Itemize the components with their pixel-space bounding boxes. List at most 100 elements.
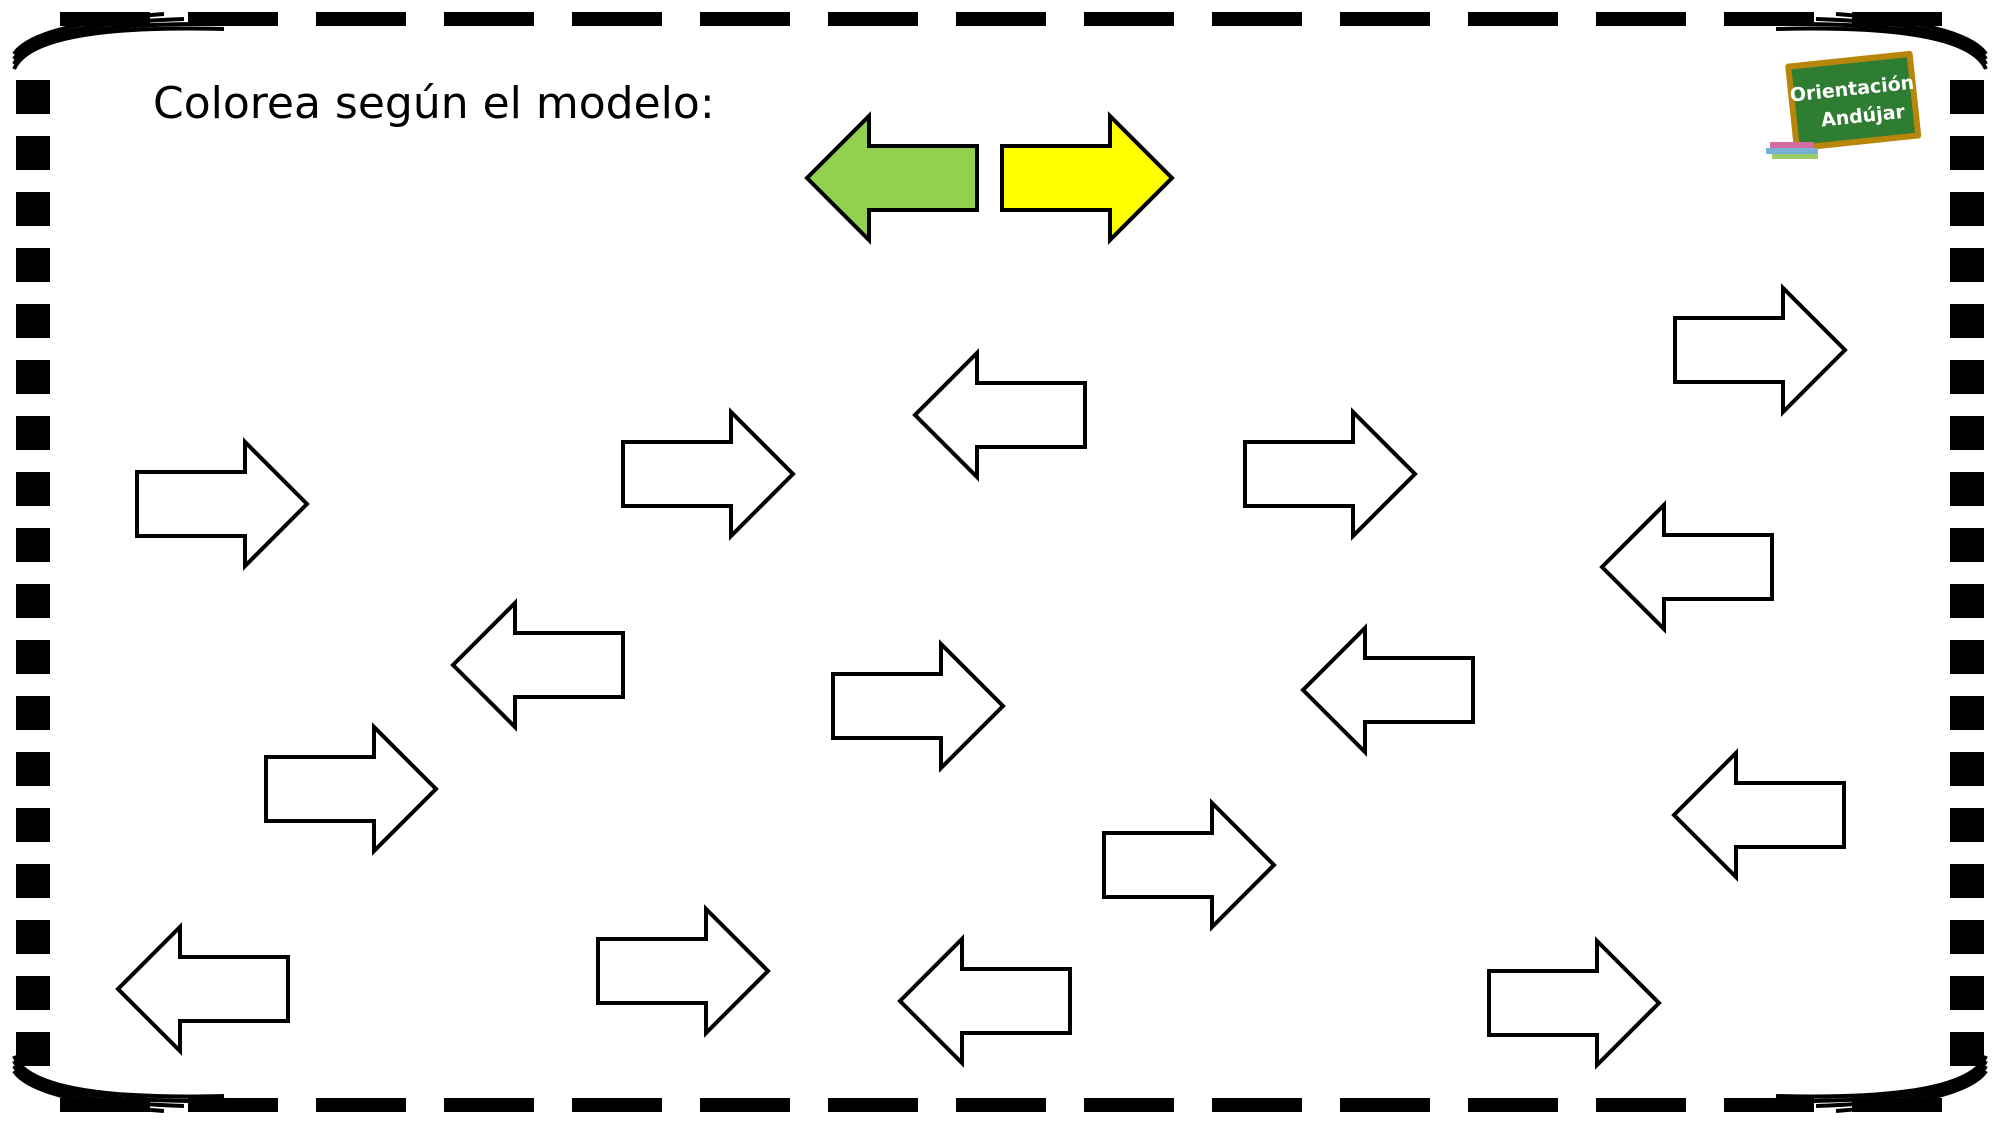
arrow-7-left[interactable]: [1599, 500, 1774, 634]
frame-dash: [1950, 920, 1984, 954]
frame-dash: [1468, 12, 1558, 26]
frame-dash: [1596, 12, 1686, 26]
frame-corner-stroke: [12, 1064, 185, 1108]
frame-dash: [16, 360, 50, 394]
frame-dash: [700, 12, 790, 26]
frame-dash: [16, 192, 50, 226]
frame-corner-stroke: [1795, 1059, 1988, 1103]
frame-dash: [16, 584, 50, 618]
frame-dash: [1724, 12, 1814, 26]
orientacion-andujar-logo: Orientación Andújar: [1785, 50, 1922, 152]
frame-dash: [16, 80, 50, 114]
frame-dash: [1340, 12, 1430, 26]
frame-dash: [16, 920, 50, 954]
frame-dash: [1950, 976, 1984, 1010]
arrow-8-right[interactable]: [831, 639, 1006, 773]
arrow-16-right[interactable]: [1487, 936, 1662, 1070]
frame-corner-stroke: [1775, 1055, 1988, 1099]
frame-dash: [188, 12, 278, 26]
frame-corner-stroke: [12, 1069, 165, 1113]
arrow-1-right[interactable]: [135, 437, 310, 571]
frame-dash: [1950, 192, 1984, 226]
frame-dash: [1212, 12, 1302, 26]
frame-corner-stroke: [12, 12, 165, 56]
arrow-12-right[interactable]: [1102, 798, 1277, 932]
frame-corner-stroke: [1835, 12, 1988, 56]
frame-dash: [828, 1098, 918, 1112]
arrow-11-left[interactable]: [1671, 748, 1846, 882]
frame-dash: [956, 1098, 1046, 1112]
frame-dash: [1950, 136, 1984, 170]
frame-dash: [16, 136, 50, 170]
frame-dash: [1950, 360, 1984, 394]
frame-dash: [1084, 12, 1174, 26]
frame-dash: [316, 1098, 406, 1112]
frame-dash: [1950, 584, 1984, 618]
frame-dash: [16, 1032, 50, 1066]
arrow-5-right[interactable]: [621, 407, 796, 541]
frame-dash: [1950, 80, 1984, 114]
frame-dash: [1950, 864, 1984, 898]
arrow-2-left[interactable]: [912, 348, 1087, 482]
frame-corner-stroke: [12, 1059, 205, 1103]
frame-dash: [1950, 808, 1984, 842]
frame-dash: [1950, 416, 1984, 450]
arrow-6-right[interactable]: [1243, 407, 1418, 541]
arrow-10-left[interactable]: [1300, 623, 1475, 757]
frame-corner-stroke: [1815, 1064, 1988, 1108]
frame-dash: [1724, 1098, 1814, 1112]
frame-dash: [1340, 1098, 1430, 1112]
frame-corner-stroke: [1835, 1069, 1988, 1113]
frame-dash: [16, 696, 50, 730]
frame-dash: [828, 12, 918, 26]
arrows-to-color: [115, 283, 1848, 1070]
frame-dash: [16, 976, 50, 1010]
frame-dash: [1468, 1098, 1558, 1112]
frame-dash: [1596, 1098, 1686, 1112]
frame-dash: [572, 1098, 662, 1112]
instruction-text: Colorea según el modelo:: [153, 78, 715, 129]
model-arrows: [804, 111, 1175, 245]
frame-dash: [16, 640, 50, 674]
frame-dash: [16, 416, 50, 450]
frame-dash: [16, 752, 50, 786]
frame-corner-stroke: [1775, 26, 1988, 70]
frame-dash: [1950, 528, 1984, 562]
frame-corner-stroke: [1795, 22, 1988, 66]
frame-dash: [1950, 640, 1984, 674]
frame-dash: [16, 248, 50, 282]
frame-dash: [1950, 696, 1984, 730]
frame-corner-stroke: [12, 26, 225, 70]
frame-dash: [16, 528, 50, 562]
frame-dash: [1950, 752, 1984, 786]
frame-dash: [572, 12, 662, 26]
arrow-14-right[interactable]: [596, 904, 771, 1038]
arrow-9-right[interactable]: [264, 722, 439, 856]
frame-dash: [444, 12, 534, 26]
frame-dash: [316, 12, 406, 26]
model-arrow-left[interactable]: [804, 111, 979, 245]
frame-dash: [1950, 472, 1984, 506]
arrow-4-left[interactable]: [450, 598, 625, 732]
frame-corner-stroke: [12, 22, 205, 66]
frame-dash: [16, 808, 50, 842]
frame-dash: [444, 1098, 534, 1112]
model-arrow-right[interactable]: [1000, 111, 1175, 245]
frame-dash: [16, 864, 50, 898]
frame-dash: [1950, 248, 1984, 282]
frame-corner-stroke: [12, 1055, 225, 1099]
frame-dash: [188, 1098, 278, 1112]
logo-board: [1791, 57, 1915, 145]
arrow-3-right[interactable]: [1673, 283, 1848, 417]
frame-dash: [1950, 304, 1984, 338]
arrow-15-left[interactable]: [897, 934, 1072, 1068]
frame-dash: [1212, 1098, 1302, 1112]
books-icon: [1766, 142, 1818, 159]
arrow-13-left[interactable]: [115, 922, 290, 1056]
frame-dash: [16, 304, 50, 338]
frame-dash: [1950, 1032, 1984, 1066]
frame-dash: [1084, 1098, 1174, 1112]
frame-dash: [956, 12, 1046, 26]
decorative-frame: [12, 12, 1988, 1113]
